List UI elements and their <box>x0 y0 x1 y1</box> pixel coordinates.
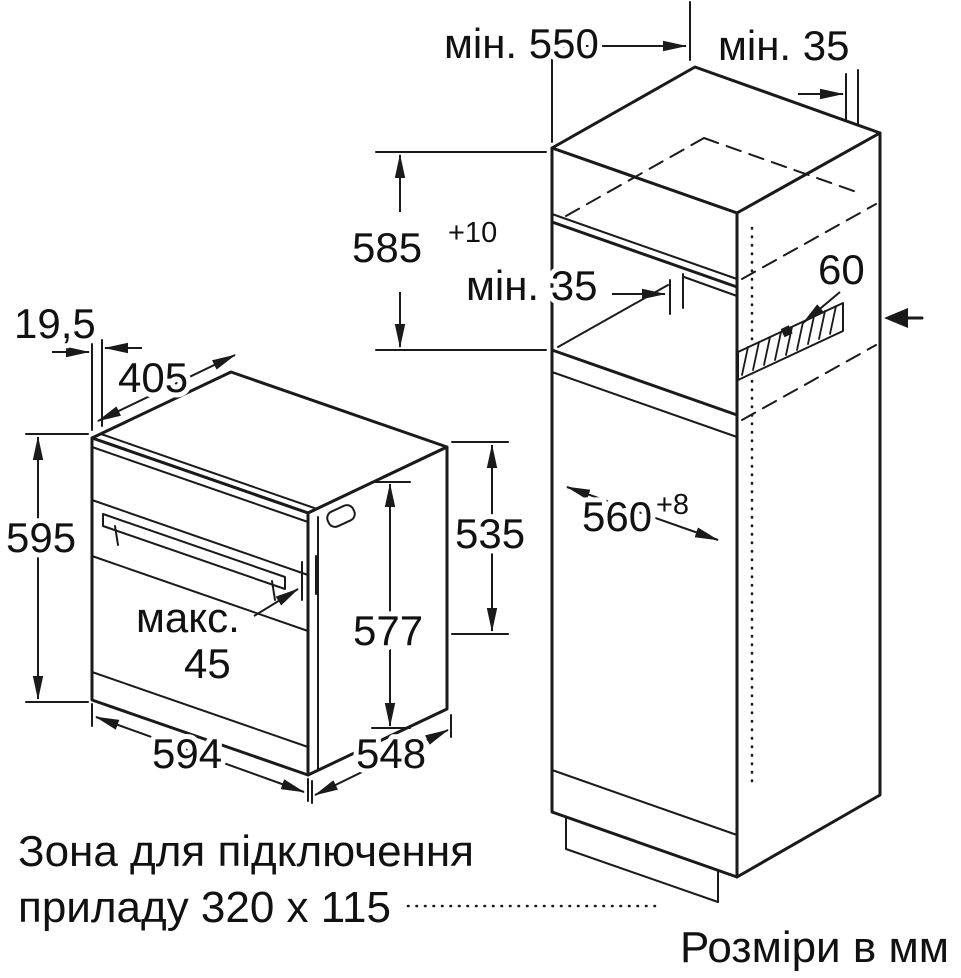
oven-side-grip <box>326 504 356 528</box>
dim-label-min-550: мін. 550 <box>444 20 599 67</box>
rear-wall-arrow <box>884 308 924 328</box>
dim-cabinet-top-clearance: мін. 35 <box>718 22 859 125</box>
dim-handle-projection: макс. 45 <box>131 555 317 692</box>
dim-label-19-5: 19,5 <box>14 300 96 347</box>
dim-label-max: макс. <box>136 594 240 641</box>
dim-oven-body-depth: 548 <box>311 714 452 804</box>
oven-drawing <box>90 370 449 777</box>
dim-label-45: 45 <box>184 640 231 687</box>
dim-oven-overhang: 19,5 <box>9 295 142 431</box>
dim-label-595: 595 <box>6 514 76 561</box>
dim-cabinet-min-depth: мін. 550 <box>439 1 691 143</box>
dim-label-548: 548 <box>356 730 426 777</box>
cabinet-drawing <box>550 65 924 903</box>
dim-label-594: 594 <box>152 730 222 777</box>
dim-label-min-35-top: мін. 35 <box>718 22 849 69</box>
dim-label-min-35-rear: мін. 35 <box>466 262 597 309</box>
dim-oven-body-height: 577 <box>348 481 428 729</box>
dim-niche-height: 585 +10 <box>347 151 547 351</box>
dim-label-535: 535 <box>455 510 525 557</box>
dim-oven-front-height: 595 <box>1 433 89 703</box>
dim-rear-gap: мін. 35 <box>461 257 666 314</box>
dim-niche-width: 560 +8 <box>566 484 719 545</box>
dim-label-585: 585 <box>352 224 422 271</box>
units-note: Розміри в мм <box>680 923 949 972</box>
dim-label-560: 560 <box>582 493 652 540</box>
dim-label-60: 60 <box>818 246 865 293</box>
dim-vent-cutout: 60 <box>802 241 870 324</box>
dim-label-560-tolerance: +8 <box>656 489 689 521</box>
cabinet-side-face <box>735 131 882 879</box>
dim-oven-width: 594 <box>91 703 309 802</box>
dim-oven-top-depth: 405 <box>97 349 236 422</box>
dim-oven-rear-height: 535 <box>450 441 530 635</box>
connection-zone-note: Зона для підключення приладу 320 x 115 <box>18 827 660 932</box>
cabinet-plinth <box>565 816 719 903</box>
connection-zone-text-line1: Зона для підключення <box>18 827 474 876</box>
dim-label-405: 405 <box>118 354 188 401</box>
dim-label-585-tolerance: +10 <box>448 217 497 249</box>
dim-label-577: 577 <box>353 607 423 654</box>
connection-zone-text-line2: приладу 320 x 115 <box>18 883 391 932</box>
